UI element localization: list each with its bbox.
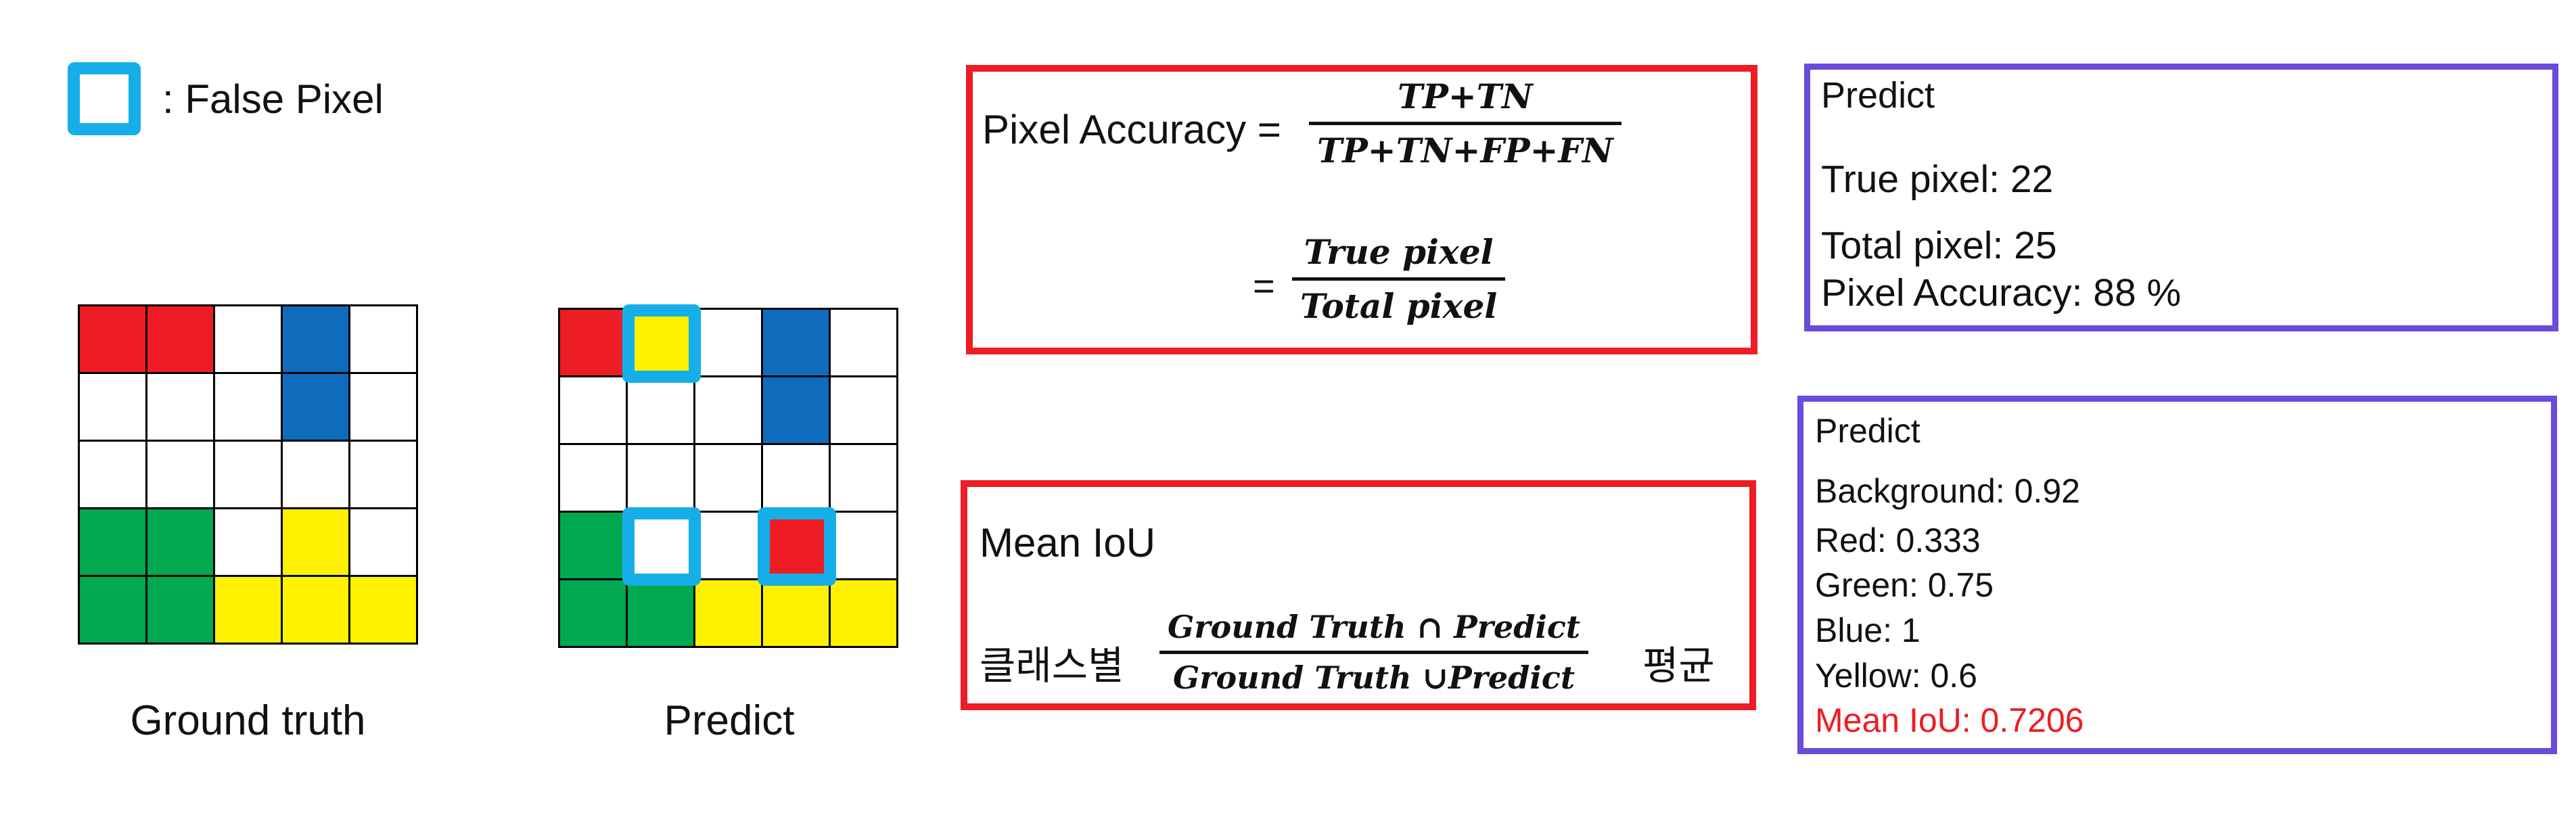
false-pixel-highlight (758, 507, 836, 586)
predict-cell-yellow (763, 580, 831, 648)
predict-cell-background (831, 445, 898, 513)
pa-result-title: Predict (1821, 75, 1935, 116)
ground-truth-cell-green (80, 577, 147, 645)
iou-yellow: Yellow: 0.6 (1815, 657, 1977, 695)
iou-fraction: Ground Truth ∩ Predict Ground Truth ∪Pre… (1159, 609, 1589, 696)
predict-cell-yellow (695, 580, 763, 648)
pixel-accuracy-result-box (1804, 64, 2558, 331)
iou-background: Background: 0.92 (1815, 472, 2080, 510)
iou-green: Green: 0.75 (1815, 566, 1994, 604)
predict-cell-yellow (628, 310, 695, 377)
ground-truth-cell-background (350, 442, 418, 509)
ground-truth-cell-yellow (283, 509, 350, 577)
ground-truth-cell-background (350, 374, 418, 442)
ground-truth-label: Ground truth (130, 697, 366, 744)
mean-iou-result-box (1797, 396, 2557, 754)
formula-denominator-total-pixel: Total pixel (1300, 286, 1498, 326)
iou-blue: Blue: 1 (1815, 611, 1920, 649)
ground-truth-cell-blue (283, 306, 350, 374)
pixel-accuracy-value: Pixel Accuracy: 88 % (1821, 271, 2182, 315)
iou-denominator: Ground Truth ∪Predict (1173, 659, 1576, 696)
pixel-accuracy-label: Pixel Accuracy = (982, 107, 1281, 152)
false-pixel-highlight (622, 304, 701, 383)
predict-cell-background (831, 377, 898, 445)
pixel-ratio-fraction: True pixel Total pixel (1292, 232, 1506, 326)
ground-truth-cell-background (283, 442, 350, 509)
predict-cell-background (695, 445, 763, 513)
average-label: 평균 (1642, 644, 1715, 688)
ground-truth-cell-background (80, 374, 147, 442)
fraction-bar (1159, 651, 1589, 654)
predict-cell-green (560, 513, 628, 580)
predict-cell-yellow (831, 580, 898, 648)
predict-cell-background (831, 310, 898, 377)
predict-cell-background (695, 310, 763, 377)
per-class-label: 클래스별 (980, 644, 1124, 688)
formula-numerator-tp-tn: TP+TN (1398, 76, 1533, 116)
ground-truth-grid (78, 304, 418, 645)
ground-truth-cell-background (215, 306, 283, 374)
ground-truth-cell-red (80, 306, 147, 374)
ground-truth-cell-background (350, 306, 418, 374)
predict-cell-background (560, 445, 628, 513)
iou-red: Red: 0.333 (1815, 521, 1981, 559)
miou-result-title: Predict (1815, 412, 1920, 450)
predict-cell-background (695, 377, 763, 445)
true-pixel-count: True pixel: 22 (1821, 158, 2054, 201)
false-pixel-legend-swatch (68, 62, 141, 135)
predict-cell-red (560, 310, 628, 377)
ground-truth-cell-background (147, 374, 215, 442)
iou-numerator: Ground Truth ∩ Predict (1168, 609, 1581, 645)
predict-cell-blue (763, 377, 831, 445)
ground-truth-cell-red (147, 306, 215, 374)
ground-truth-cell-background (215, 509, 283, 577)
ground-truth-cell-yellow (215, 577, 283, 645)
formula-numerator-true-pixel: True pixel (1304, 232, 1494, 272)
equals-sign: = (1253, 264, 1275, 307)
ground-truth-cell-blue (283, 374, 350, 442)
pixel-accuracy-fraction: TP+TN TP+TN+FP+FN (1309, 76, 1622, 170)
predict-cell-green (560, 580, 628, 648)
fraction-bar (1292, 277, 1506, 281)
predict-cell-green (628, 580, 695, 648)
false-pixel-highlight (622, 507, 701, 586)
mean-iou-formula-box (961, 480, 1756, 710)
total-pixel-count: Total pixel: 25 (1821, 224, 2057, 267)
ground-truth-cell-background (215, 442, 283, 509)
false-pixel-highlights (558, 304, 900, 650)
mean-iou-value: Mean IoU: 0.7206 (1815, 701, 2084, 739)
predict-cell-blue (763, 310, 831, 377)
formula-denominator-all: TP+TN+FP+FN (1317, 131, 1613, 170)
predict-grid (558, 308, 898, 648)
pixel-accuracy-formula-box (966, 65, 1757, 354)
predict-label: Predict (664, 697, 795, 744)
ground-truth-cell-green (147, 577, 215, 645)
ground-truth-cell-green (80, 509, 147, 577)
ground-truth-cell-yellow (350, 577, 418, 645)
ground-truth-cell-background (350, 509, 418, 577)
false-pixel-legend-label: : False Pixel (162, 76, 384, 122)
ground-truth-cell-background (215, 374, 283, 442)
ground-truth-cell-yellow (283, 577, 350, 645)
predict-cell-background (628, 377, 695, 445)
predict-cell-background (560, 377, 628, 445)
mean-iou-title: Mean IoU (980, 520, 1156, 565)
predict-cell-background (831, 513, 898, 580)
predict-cell-background (628, 513, 695, 580)
fraction-bar (1309, 122, 1622, 125)
ground-truth-cell-background (80, 442, 147, 509)
ground-truth-cell-green (147, 509, 215, 577)
ground-truth-cell-background (147, 442, 215, 509)
